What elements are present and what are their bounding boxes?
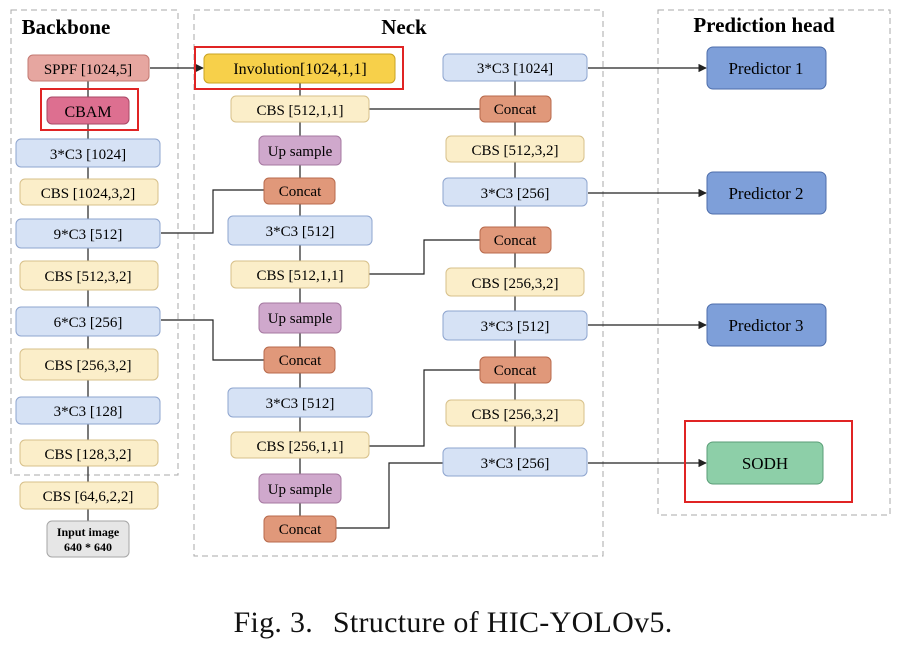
backbone-panel	[10, 9, 179, 476]
backbone-title: Backbone	[22, 15, 111, 39]
right-cbs-256-a-block	[445, 267, 585, 297]
neck-cbs-512-b-block	[230, 260, 370, 289]
right-concat-2-label: Concat	[494, 233, 537, 249]
sppf-label: SPPF [1024,5]	[44, 62, 132, 78]
head-panel	[657, 9, 891, 516]
right-c3-256-a-block	[442, 177, 588, 207]
right-c3-256-b-label: 3*C3 [256]	[481, 456, 550, 472]
input-image-block	[46, 520, 130, 558]
neck-concat-2-label: Concat	[279, 353, 322, 369]
predictor-3-label: Predictor 3	[728, 316, 803, 335]
right-cbs-256-a-label: CBS [256,3,2]	[471, 276, 558, 292]
cbs-1024-block	[19, 178, 159, 206]
cbs-128-label: CBS [128,3,2]	[44, 447, 131, 463]
predictor-2-block	[706, 171, 827, 215]
neck-concat-1-block	[263, 177, 336, 205]
cbs-64-label: CBS [64,6,2,2]	[43, 489, 134, 505]
neck-cbs-512-label: CBS [512,1,1]	[256, 103, 343, 119]
upsample-3-block	[258, 473, 342, 504]
right-concat-3-block	[479, 356, 552, 384]
neck-cbs-256-block	[230, 431, 370, 459]
upsample-1-block	[258, 135, 342, 166]
upsample-3-label: Up sample	[268, 482, 333, 498]
right-c3-512-label: 3*C3 [512]	[481, 319, 550, 335]
neck-right-blocks: 3*C3 [1024] Concat CBS [512,3,2] 3*C3 [2…	[442, 53, 588, 477]
cbs-1024-label: CBS [1024,3,2]	[41, 186, 136, 202]
c3-256-label: 6*C3 [256]	[54, 315, 123, 331]
input-image-label: Input image	[57, 525, 120, 539]
c3-1024-label: 3*C3 [1024]	[50, 147, 126, 163]
connectors	[87, 63, 707, 529]
predictor-1-block	[706, 46, 827, 90]
cbam-block	[46, 96, 130, 125]
c3-128-label: 3*C3 [128]	[54, 404, 123, 420]
neck-c3-512-a-block	[227, 215, 373, 246]
c3-1024-block	[15, 138, 161, 168]
head-title: Prediction head	[693, 13, 835, 37]
sodh-highlight	[684, 420, 853, 503]
upsample-2-block	[258, 302, 342, 334]
neck-cbs-512-b-label: CBS [512,1,1]	[256, 268, 343, 284]
c3-128-block	[15, 396, 161, 425]
head-blocks: Predictor 1 Predictor 2 Predictor 3 SODH	[706, 46, 827, 485]
cbs-512-label: CBS [512,3,2]	[44, 269, 131, 285]
cbs-128-block	[19, 439, 159, 467]
c3-512-block	[15, 218, 161, 249]
right-cbs-256-b-label: CBS [256,3,2]	[471, 407, 558, 423]
neck-concat-2-block	[263, 346, 336, 374]
right-concat-1-block	[479, 95, 552, 123]
c3-256-block	[15, 306, 161, 337]
right-concat-2-block	[479, 226, 552, 254]
cbs-256-label: CBS [256,3,2]	[44, 358, 131, 374]
neck-cbs-512-block	[230, 95, 370, 123]
neck-c3-512-b-label: 3*C3 [512]	[266, 396, 335, 412]
right-concat-3-label: Concat	[494, 363, 537, 379]
neck-c3-512-a-label: 3*C3 [512]	[266, 224, 335, 240]
neck-panel	[193, 9, 604, 557]
right-c3-512-block	[442, 310, 588, 341]
sodh-label: SODH	[742, 454, 788, 473]
cbam-highlight	[40, 88, 139, 131]
neck-left-blocks: Involution[1024,1,1] CBS [512,1,1] Up sa…	[203, 53, 396, 543]
right-c3-1024-block	[442, 53, 588, 82]
right-c3-1024-label: 3*C3 [1024]	[477, 61, 553, 77]
c3-512-label: 9*C3 [512]	[54, 227, 123, 243]
right-c3-256-a-label: 3*C3 [256]	[481, 186, 550, 202]
sppf-block	[27, 54, 150, 82]
figure-text: Structure of HIC-YOLOv5.	[332, 606, 673, 639]
cbs-512-block	[19, 260, 159, 291]
highlight-boxes	[40, 46, 853, 503]
cbs-64-block	[19, 481, 159, 510]
involution-block	[203, 53, 396, 84]
figure-label: Fig. 3.	[233, 606, 314, 639]
input-size-label: 640 * 640	[64, 540, 112, 554]
involution-label: Involution[1024,1,1]	[233, 61, 366, 78]
right-cbs-256-b-block	[445, 399, 585, 427]
backbone-blocks: SPPF [1024,5] CBAM 3*C3 [1024] CBS [1024…	[15, 54, 161, 558]
right-c3-256-b-block	[442, 447, 588, 477]
cbam-label: CBAM	[64, 104, 111, 121]
upsample-1-label: Up sample	[268, 144, 333, 160]
figure-caption: Fig. 3. Structure of HIC-YOLOv5.	[0, 606, 906, 640]
cbs-256-block	[19, 348, 159, 381]
upsample-2-label: Up sample	[268, 311, 333, 327]
sodh-block	[706, 441, 824, 485]
neck-c3-512-b-block	[227, 387, 373, 418]
predictor-3-block	[706, 303, 827, 347]
right-cbs-512-block	[445, 135, 585, 163]
neck-cbs-256-label: CBS [256,1,1]	[256, 439, 343, 455]
right-cbs-512-label: CBS [512,3,2]	[471, 143, 558, 159]
right-concat-1-label: Concat	[494, 102, 537, 118]
neck-title: Neck	[381, 15, 427, 39]
neck-concat-1-label: Concat	[279, 184, 322, 200]
neck-concat-3-block	[263, 515, 337, 543]
involution-highlight	[194, 46, 404, 90]
predictor-1-label: Predictor 1	[728, 59, 803, 78]
predictor-2-label: Predictor 2	[728, 184, 803, 203]
neck-concat-3-label: Concat	[279, 522, 322, 538]
